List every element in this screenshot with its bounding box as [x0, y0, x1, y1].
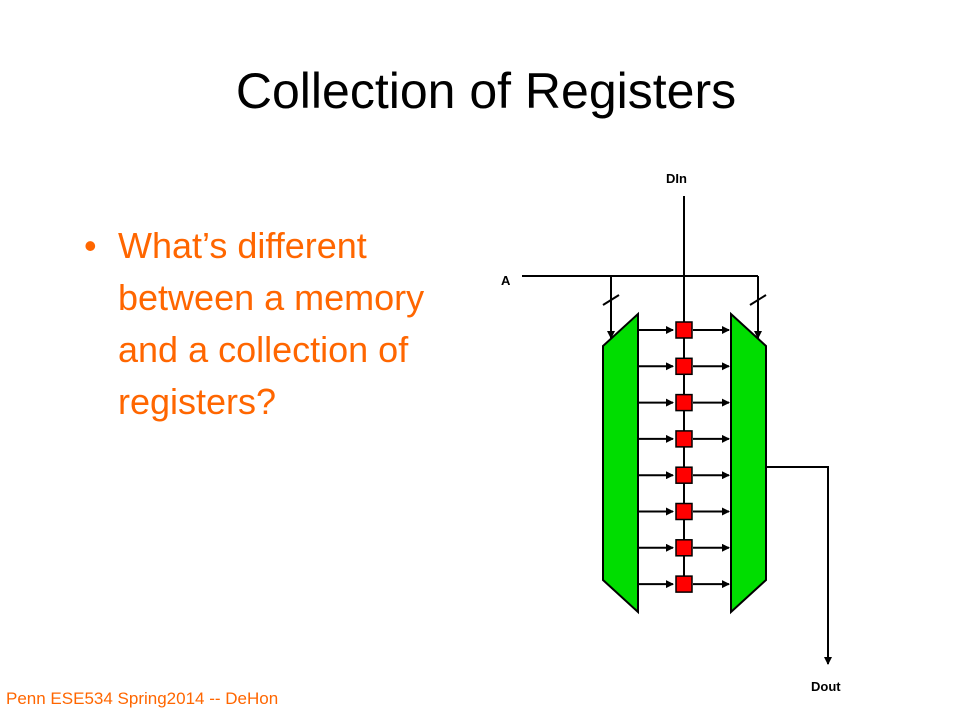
address-bus-slash-left [602, 294, 620, 306]
register-cell [675, 393, 693, 412]
bullet-dot: • [84, 225, 97, 266]
register-cell [675, 502, 693, 521]
register-cell [675, 539, 693, 557]
dout-wire [766, 466, 832, 665]
address-bus-slash-right [749, 294, 767, 306]
register-cell [675, 466, 693, 484]
register-cell [675, 321, 693, 339]
bullet-item: • What’s different between a memory and … [84, 220, 444, 428]
dout-label: Dout [811, 679, 841, 694]
slide-title: Collection of Registers [235, 63, 737, 119]
write-demux [602, 311, 639, 615]
read-mux [730, 311, 767, 615]
register-cell [675, 575, 693, 593]
register-cell [675, 357, 693, 376]
bullet-list: • What’s different between a memory and … [84, 220, 444, 428]
register-cell [675, 430, 693, 448]
address-label: A [501, 273, 511, 288]
bullet-text: What’s different between a memory and a … [118, 225, 425, 422]
footer-text: Penn ESE534 Spring2014 -- DeHon [6, 689, 279, 708]
register-rows [638, 321, 730, 593]
din-label: DIn [666, 171, 687, 186]
